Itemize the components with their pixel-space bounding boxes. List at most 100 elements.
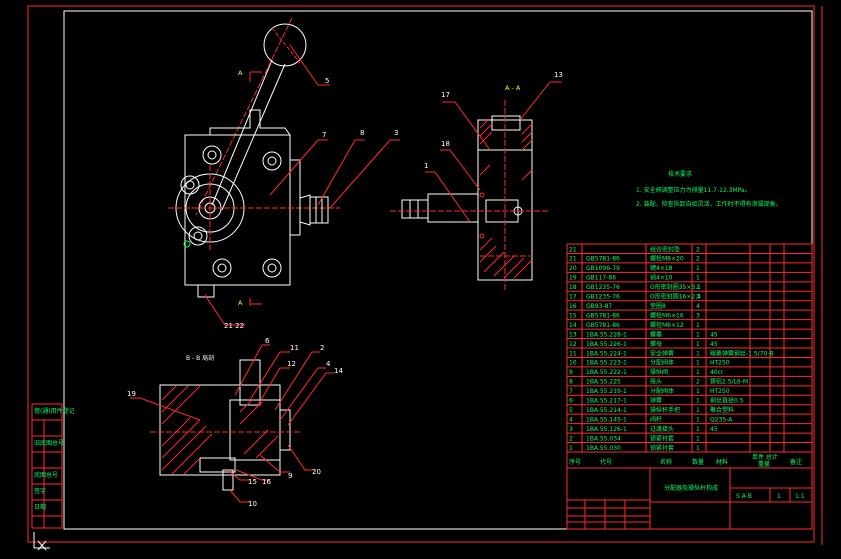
stage-label: S A B [736,493,752,500]
strip-item: 借(通)用件登记 [34,407,75,415]
bom-cell-qty: 1 [696,388,700,395]
bom-cell-name: 螺栓M6×12 [650,321,684,329]
bom-cell-name: 过渡接头 [650,425,674,433]
bom-cell-material: HT250 [710,388,730,395]
bom-cell-qty: 1 [696,445,700,452]
bom-cell-qty: 1 [696,350,700,357]
bom-cell-qty: 2 [696,379,700,386]
section-bb-leaders [130,344,334,503]
strip-item: 底图总号 [34,471,58,479]
bom-cell-qty: 2 [696,246,700,253]
strip-item: 旧底图总号 [34,439,64,447]
bom-cell-code: 1BA.55.217-1 [586,398,627,405]
bom-cell-material: 45 [710,426,718,433]
bom-cell-qty: 1 [696,407,700,414]
bom-cell-name: 阀杆 [650,415,662,423]
balloon-14: 14 [334,367,343,375]
bom-cell-qty: 1 [696,341,700,348]
bom-cell-name: 键4×18 [650,264,673,272]
bom-header-qty: 数量 [692,458,704,466]
section-title-aa: A - A [505,84,521,92]
bom-cell-name: 组合密封垫 [650,245,680,253]
balloon-7: 7 [322,131,326,139]
bom-header-material: 材料 [716,458,728,466]
bom-cell-no: 9 [569,369,573,376]
bom-cell-code: GB93-87 [586,303,612,310]
bom-cell-qty: 3 [696,312,700,319]
tech-req-line2: 2. 装配，检查拆卸自如灵活，工作时不得有渗漏现象。 [636,200,782,208]
bom-cell-qty: 1 [696,426,700,433]
sheet-outer-border [27,5,815,543]
bom-cell-code: 1BA.55.219-1 [586,388,627,395]
bom-cell-code: 1BA.55.126-1 [586,426,627,433]
bom-cell-name: 螺塞 [650,330,662,338]
bom-cell-code: 1BA.55.225 [586,379,621,386]
bom-cell-no: 13 [569,331,577,338]
bom-cell-no: 8 [569,379,573,386]
bom-cell-code: 1BA.55.223-1 [586,360,627,367]
scale-value: 1:1 [795,493,805,500]
bom-cell-no: 19 [569,275,577,282]
bom-cell-material: HT250 [710,360,730,367]
main-view-leaders [204,44,400,326]
bom-cell-no: 1 [569,445,573,452]
section-aa-view [390,100,548,290]
balloon-11: 11 [290,344,299,352]
balloon-12: 12 [287,360,296,368]
balloon-17: 17 [441,91,450,99]
bom-cell-name: O形密封圈35×3.1 [650,283,701,291]
balloon-15: 15 [248,478,257,486]
balloon-9: 9 [288,472,292,480]
bom-cell-material: 碳素弹簧钢丝-1.5/70-B [710,349,774,357]
bom-cell-code: 1BA.55.224-1 [586,350,627,357]
bom-cell-name: 操纵杆手把 [650,406,680,414]
bom-cell-qty: 1 [696,360,700,367]
bom-cell-no: 21 [569,246,577,253]
bom-cell-no: 7 [569,388,573,395]
section-label-a-bottom: A [238,299,243,307]
bom-cell-no: 4 [569,416,573,423]
main-view [168,17,340,306]
bom-cell-qty: 2 [696,256,700,263]
balloon-3: 3 [394,129,398,137]
bom-cell-code: 1BA.55.034 [586,435,621,442]
bom-cell-name: 操纵阀 [650,368,668,376]
ucs-axis-icon [33,532,50,551]
bom-cell-no: 2 [569,435,573,442]
balloon-5: 5 [325,77,329,85]
tech-req-line1: 1. 安全阀调整压力为排量11.7-12.3MPa。 [636,186,751,194]
balloon-13: 13 [554,71,563,79]
balloon-4: 4 [326,360,331,368]
balloon-10: 10 [248,500,257,508]
bom-cell-name: 螺栓M6×16 [650,311,684,319]
tech-req-title: 技术要求 [668,170,692,178]
bom-cell-no: 12 [569,341,577,348]
balloon-20: 20 [312,468,321,476]
bom-cell-qty: 1 [696,284,700,291]
bom-cell-material: 40cr [710,369,724,376]
bom-cell-code: GB1235-76 [586,284,620,291]
bom-cell-name: 安全弹簧 [650,349,674,357]
bom-cell-no: 10 [569,360,577,367]
bom-cell-name: 垫圈8 [650,302,666,310]
bom-cell-name: 螺母 [650,340,662,348]
bom-cell-code: 1BA.55.030 [586,445,621,452]
bom-cell-code: GB117-86 [586,275,616,282]
bom-cell-no: 15 [569,312,577,319]
bom-cell-qty: 1 [696,416,700,423]
bom-cell-no: 5 [569,407,573,414]
title-block: 分配器及操纵杆构成 S A B 1 1:1 [566,467,813,530]
balloon-16: 16 [262,478,271,486]
bom-cell-name: 接头 [650,378,662,386]
bom-cell-qty: 1 [696,275,700,282]
bom-cell-code: GB1096-79 [586,265,620,272]
section-aa-leaders [425,81,562,223]
bom-cell-no: 6 [569,398,573,405]
bom-header-weight: 重量 [758,460,770,468]
balloon-18: 18 [441,140,450,148]
balloon-2: 2 [320,344,324,352]
bom-header-name: 名称 [660,458,672,466]
balloon-19: 19 [127,390,136,398]
bom-cell-material: 钢丝直径0.5 [710,397,744,405]
